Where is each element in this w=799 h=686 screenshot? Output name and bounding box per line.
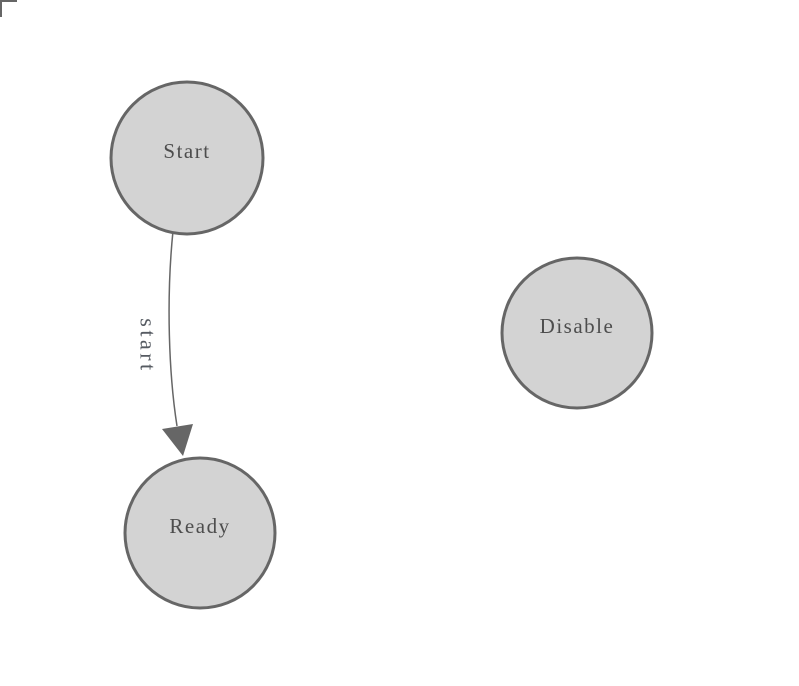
edge-arrowhead-icon	[162, 424, 193, 456]
node-disable-label: Disable	[540, 314, 615, 338]
node-disable[interactable]: Disable	[500, 256, 654, 410]
node-ready-circle[interactable]	[123, 456, 277, 610]
node-start-label: Start	[163, 139, 210, 163]
edge-start-to-ready[interactable]: start	[136, 230, 194, 456]
edge-line[interactable]	[168, 230, 178, 427]
node-ready-label: Ready	[169, 514, 230, 538]
edge-label: start	[136, 318, 161, 373]
node-ready[interactable]: Ready	[123, 456, 277, 610]
node-start-circle[interactable]	[109, 80, 265, 236]
canvas-corner-mark-icon	[0, 0, 17, 17]
node-disable-circle[interactable]	[500, 256, 654, 410]
node-start[interactable]: Start	[109, 80, 265, 236]
